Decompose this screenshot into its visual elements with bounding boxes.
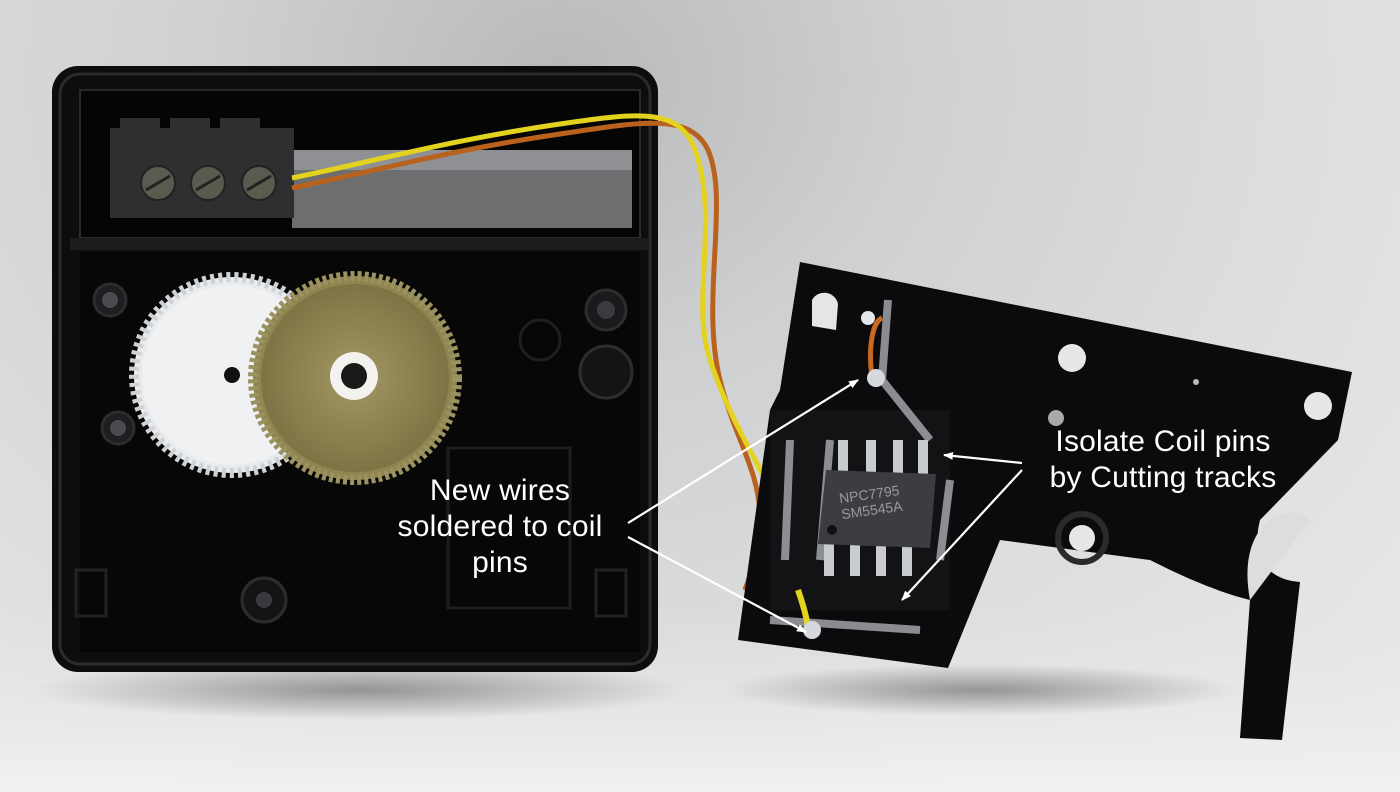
annotation-isolate-coil-line2: by Cutting tracks	[1049, 461, 1277, 494]
annotation-arrows	[627, 379, 1023, 633]
terminal-block	[110, 118, 294, 218]
arrow-to-bottom-coil-pin	[627, 536, 807, 633]
annotation-isolate-coil-line1: Isolate Coil pins	[1055, 425, 1271, 458]
arrow-to-bottom-track-cut	[901, 469, 1023, 601]
annotation-new-wires-line2: soldered to coil	[397, 510, 603, 543]
circuit-bracket	[738, 262, 1352, 740]
ic-chip	[818, 440, 936, 576]
annotation-isolate-coil: Isolate Coil pins by Cutting tracks	[1018, 424, 1308, 496]
annotation-new-wires-line1: New wires	[429, 474, 571, 507]
clock-housing	[52, 66, 658, 672]
arrow-to-top-coil-pin	[627, 379, 859, 524]
brass-gear	[248, 271, 462, 485]
annotation-new-wires-line3: pins	[472, 546, 528, 579]
annotation-new-wires: New wires soldered to coil pins	[370, 473, 630, 581]
arrow-to-top-track-cut	[943, 451, 1023, 465]
